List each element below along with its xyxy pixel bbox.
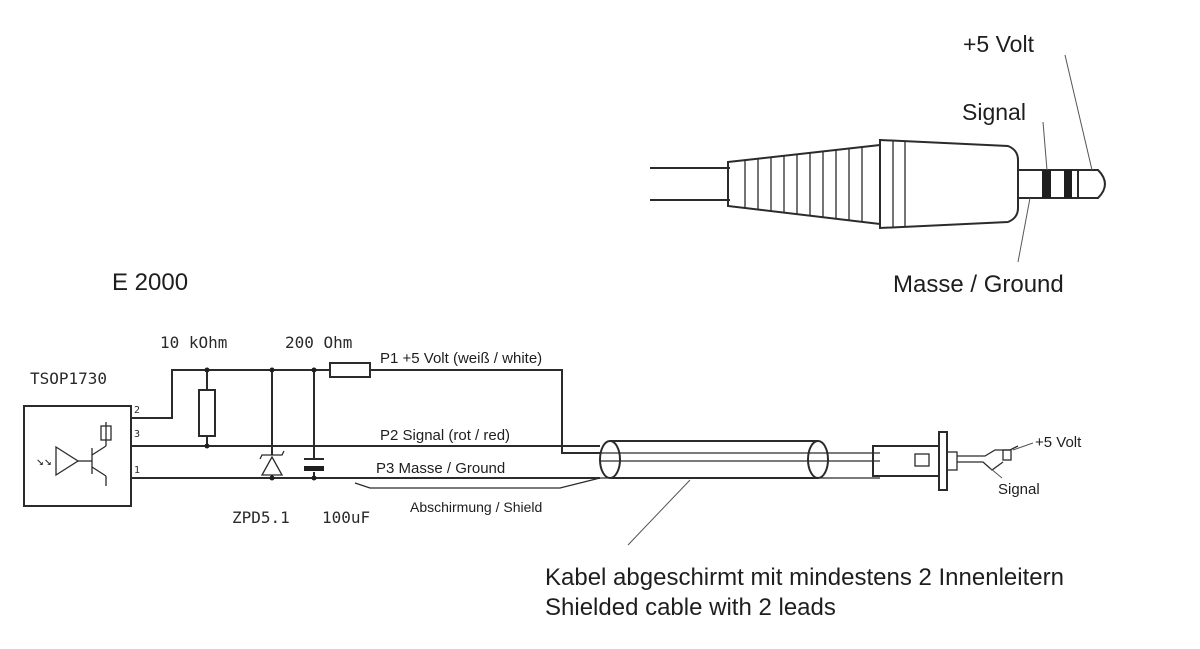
leader-connector-plus5 [1012, 442, 1034, 451]
line-label-shield: Abschirmung / Shield [410, 499, 542, 515]
sensor-led-icon: ↘↘ [36, 454, 52, 469]
sensor-label: TSOP1730 [30, 369, 107, 388]
leader-connector-signal [989, 467, 1003, 479]
shield-wire [354, 477, 601, 489]
leader-signal [1042, 121, 1048, 171]
sensor-pin-p1: 2 [134, 405, 140, 416]
leader-ground [1017, 197, 1031, 263]
diagram-title: E 2000 [112, 269, 188, 296]
resistor1-body [198, 389, 216, 437]
leader-plus5 [1064, 54, 1093, 171]
schematic-wiring [131, 369, 600, 479]
leader-cable-note [627, 479, 691, 546]
capacitor-label: 100uF [322, 508, 370, 527]
plug-label-signal: Signal [962, 99, 1026, 125]
sensor-module: ↘↘ 2 3 1 [23, 405, 140, 507]
line-label-p2: P2 Signal (rot / red) [380, 427, 510, 444]
capacitor-icon [304, 458, 324, 471]
junction-dots [204, 367, 317, 481]
plug-label-plus5: +5 Volt [963, 31, 1035, 57]
connector-label-plus5: +5 Volt [1035, 434, 1082, 451]
strain-relief-ribs [744, 146, 863, 222]
line-label-p1: P1 +5 Volt (weiß / white) [380, 350, 542, 367]
resistor1-label: 10 kOhm [160, 333, 227, 352]
sensor-pin-p2: 3 [134, 429, 140, 440]
sensor-pin-p3: 1 [134, 465, 140, 476]
cable-note-en: Shielded cable with 2 leads [545, 594, 836, 621]
zener-label: ZPD5.1 [232, 508, 290, 527]
cable-note-de: Kabel abgeschirmt mit mindestens 2 Innen… [545, 564, 1064, 591]
resistor2-label: 200 Ohm [285, 333, 352, 352]
plug-label-ground: Masse / Ground [893, 271, 1064, 298]
zener-diode-icon [259, 450, 285, 476]
connector-jack [872, 431, 1019, 491]
connector-label-signal: Signal [998, 481, 1040, 498]
line-label-p3: P3 Masse / Ground [376, 460, 505, 477]
jack-plug-drawing [650, 138, 1106, 230]
shielded-cable [599, 440, 880, 479]
resistor2-body [329, 362, 371, 378]
